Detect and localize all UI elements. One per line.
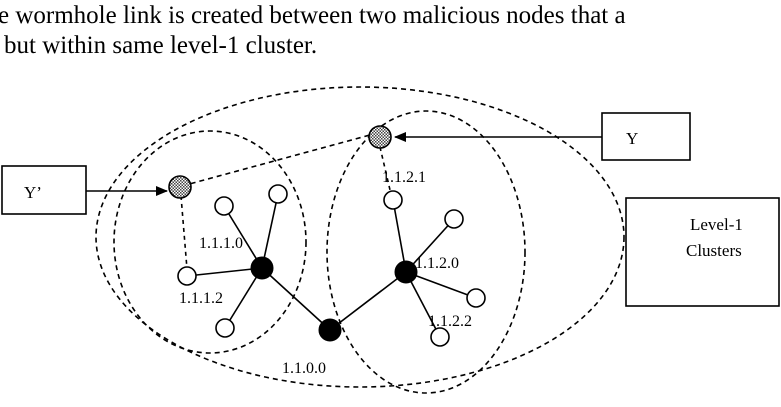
legend-box (625, 197, 780, 307)
ordinary-nodes (177, 184, 486, 347)
node-cluster-head-1120 (394, 260, 418, 284)
node-open (444, 209, 464, 229)
left-cluster-boundary (113, 130, 307, 354)
malicious-node-y (368, 125, 392, 149)
right-cluster-edges (329, 199, 477, 338)
node-open (215, 318, 235, 338)
label-1122: 1.1.2.2 (428, 313, 472, 330)
label-1110: 1.1.1.0 (199, 235, 243, 252)
node-open (383, 190, 403, 210)
node-open (466, 288, 486, 308)
box-y (601, 112, 691, 161)
legend-label-line1: Level-1 (690, 215, 743, 234)
node-open (268, 184, 288, 204)
node-open (214, 196, 234, 216)
left-cluster-edges (186, 193, 331, 331)
node-open (177, 266, 197, 286)
node-cluster-head-1100 (318, 318, 342, 342)
cluster-head-nodes (250, 256, 418, 342)
caption-line-2: but within same level-1 cluster. (4, 32, 318, 59)
label-1112: 1.1.1.2 (179, 290, 223, 307)
malicious-link-left (180, 195, 188, 270)
outer-cluster-boundary (95, 86, 625, 388)
right-cluster-boundary (326, 110, 526, 394)
label-1100: 1.1.0.0 (282, 360, 326, 377)
label-1120: 1.1.2.0 (415, 255, 459, 272)
legend-label-line2: Clusters (686, 241, 742, 260)
box-y-prime-label: Y’ (24, 183, 42, 202)
node-open (430, 327, 450, 347)
box-y-label: Y (626, 129, 638, 148)
wormhole-link (181, 134, 371, 187)
caption-line-1: e wormhole link is created between two m… (0, 2, 626, 29)
box-y-prime (1, 165, 87, 215)
node-cluster-head-1110 (250, 256, 274, 280)
malicious-node-y-prime (168, 175, 192, 199)
label-1121: 1.1.2.1 (382, 169, 426, 186)
